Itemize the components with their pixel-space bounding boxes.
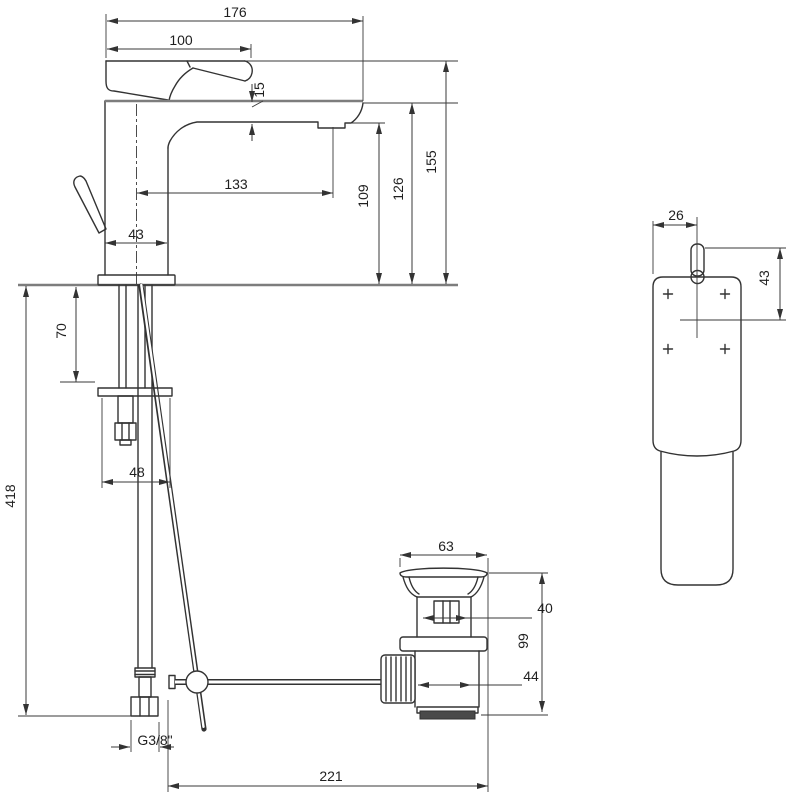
dim-label-deck-thickness: 70 bbox=[53, 323, 69, 339]
dim-label-waste-lower: 44 bbox=[523, 668, 539, 684]
side-view-undercounter bbox=[97, 283, 383, 732]
dim-label-waste-height: 99 bbox=[515, 633, 531, 649]
top-view-faucet bbox=[652, 243, 742, 586]
screw-cross-marks bbox=[662, 288, 731, 355]
popup-waste-detail bbox=[380, 567, 488, 720]
dim-label-shank-width: 48 bbox=[129, 464, 145, 480]
dim-label-aerator-offset: 133 bbox=[224, 176, 248, 192]
dim-label-handle-depth: 100 bbox=[169, 32, 193, 48]
dim-label-total-height: 155 bbox=[423, 150, 439, 174]
dim-label-waste-offset: 221 bbox=[319, 768, 343, 784]
dim-label-top-handle-span: 43 bbox=[756, 270, 772, 286]
dimension-labels: 176 100 15 133 109 126 155 43 70 418 48 … bbox=[2, 4, 772, 784]
dim-label-waste-upper: 40 bbox=[537, 600, 553, 616]
top-view-handle bbox=[690, 243, 705, 277]
dim-label-top-handle-offset: 26 bbox=[668, 207, 684, 223]
dim-label-spout-height: 126 bbox=[390, 177, 406, 201]
dim-label-spout-tip-height: 15 bbox=[251, 82, 267, 98]
side-view-faucet bbox=[18, 60, 458, 287]
dim-label-body-width: 43 bbox=[128, 226, 144, 242]
rod-ball-joint bbox=[185, 670, 209, 694]
dimension-lines bbox=[23, 18, 783, 789]
dim-label-hose-thread: G3/8" bbox=[137, 732, 172, 748]
dim-label-overall-depth: 176 bbox=[223, 4, 247, 20]
dim-label-waste-cap: 63 bbox=[438, 538, 454, 554]
top-view-body bbox=[652, 276, 742, 457]
top-view-spout bbox=[660, 451, 734, 586]
dim-label-hose-drop: 418 bbox=[2, 484, 18, 508]
dim-label-aerator-height: 109 bbox=[355, 184, 371, 208]
